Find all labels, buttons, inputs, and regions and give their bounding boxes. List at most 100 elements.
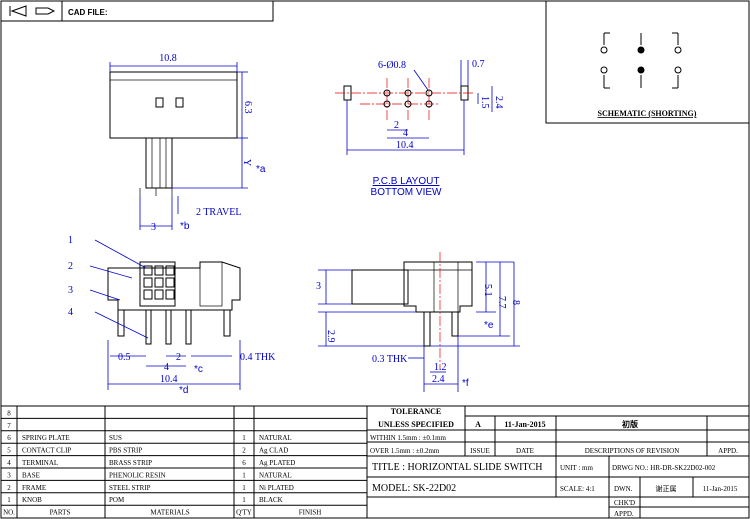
pcb-subtitle: BOTTOM VIEW — [371, 187, 442, 198]
bom-cell-qty: 1 — [242, 496, 246, 504]
dim-thk-side: 0.3 THK — [372, 354, 408, 365]
star-e: *e — [484, 320, 494, 331]
bom-cell-part: SPRING PLATE — [22, 434, 70, 442]
appd-label: APPD. — [718, 447, 738, 455]
bom-cell-qty: 6 — [242, 459, 246, 467]
over-label: OVER 1.5mm : ±0.2mm — [370, 447, 440, 455]
side-view: 3 2.9 5.1 7.7 8 *e 0.3 THK 1.2 2.4 *f — [316, 252, 521, 392]
title-text: TITLE : HORIZONTAL SLIDE SWITCH — [372, 462, 542, 473]
dim-height: 6.3 — [242, 101, 253, 114]
date-label: DATE — [516, 447, 534, 455]
dim-total-pcb: 10.4 — [396, 140, 414, 151]
bom-cell-part: CONTACT CLIP — [22, 447, 71, 455]
dim-span: 4 — [403, 128, 408, 139]
top-view: 10.8 6.3 Y *a 3 2 TRAVEL *b — [109, 53, 266, 233]
dwn-name: 谢正属 — [656, 484, 677, 493]
bom-cell-qty: 1 — [242, 484, 246, 492]
dim-d12: 1.2 — [434, 362, 447, 373]
bom-cell-finish: NATURAL — [259, 471, 292, 479]
bom-header-qty: Q'TY — [236, 509, 252, 517]
bom-cell-finish: NATURAL — [259, 434, 292, 442]
bom-cell-qty: 1 — [242, 434, 246, 442]
dim-y: Y — [241, 159, 252, 166]
pcb-layout: 6-Ø0.8 0.7 1.5 2.4 2 4 10.4 P.C.B LAYOUT… — [335, 59, 504, 198]
dim-pitch-h: 2 — [394, 120, 399, 131]
star-c: *c — [194, 364, 203, 375]
cad-file-header: CAD FILE: — [0, 0, 274, 22]
unless-label: UNLESS SPECIFIED — [378, 420, 454, 429]
dim-thk-front: 0.4 THK — [240, 352, 276, 363]
bom-cell-no: 3 — [7, 471, 11, 479]
star-a: *a — [256, 164, 266, 175]
front-view: 1 2 3 4 0.5 4 2 *c 0.4 THK 10.4 *d — [68, 235, 276, 396]
schematic-box: SCHEMATIC (SHORTING) — [545, 0, 750, 124]
bom-cell-finish: BLACK — [259, 496, 283, 504]
rev-date: 11-Jan-2015 — [504, 420, 545, 429]
bom-cell-no: 6 — [7, 434, 11, 442]
rev-desc: 初版 — [622, 419, 638, 429]
desc-of-rev-label: DESCRIPTIONS OF REVISION — [585, 447, 680, 455]
bom-cell-finish: Ag CLAD — [259, 447, 288, 455]
chkd-label: CHK'D — [614, 499, 635, 507]
bom-cell-part: KNOB — [22, 496, 42, 504]
bom-cell-material: BRASS STRIP — [109, 459, 152, 467]
bom-cell-part: BASE — [22, 471, 40, 479]
bom-cell-finish: Ag PLATED — [259, 459, 295, 467]
unit-text: UNIT : mm — [560, 464, 593, 472]
dim-d24: 2.4 — [432, 374, 445, 385]
dim-total-front: 10.4 — [160, 374, 178, 385]
bom-header-no: NO. — [3, 509, 15, 517]
dim-d77: 7.7 — [496, 296, 507, 309]
dim-d8: 8 — [510, 300, 521, 305]
dim-d3: 3 — [316, 281, 321, 292]
dim-pin: 0.5 — [118, 352, 131, 363]
title-block: TOLERANCE UNLESS SPECIFIED WITHIN 1.5mm … — [366, 405, 750, 519]
dim-height-pcb: 2.4 — [493, 96, 504, 109]
star-f: *f — [462, 378, 469, 389]
issue-label: ISSUE — [470, 447, 489, 455]
drwg-text: DRWG NO.: HR-DR-SK22D02-002 — [612, 464, 716, 472]
star-b: *b — [180, 221, 190, 232]
bom-cell-no: 4 — [7, 459, 11, 467]
bom-cell-no: 1 — [7, 496, 11, 504]
callout-1: 1 — [68, 235, 73, 246]
bom-cell-part: FRAME — [22, 484, 46, 492]
dim-travel: 2 TRAVEL — [196, 207, 241, 218]
dim-pitch-v: 1.5 — [479, 96, 490, 109]
bom-cell-qty: 1 — [242, 471, 246, 479]
bom-cell-qty: 2 — [242, 447, 246, 455]
model-text: MODEL: SK-22D02 — [372, 483, 456, 494]
pcb-title: P.C.B LAYOUT — [373, 176, 440, 187]
dim-edge: 0.7 — [472, 59, 485, 70]
dim-d51: 5.1 — [482, 284, 493, 297]
within-label: WITHIN 1.5mm : ±0.1mm — [370, 434, 447, 442]
appd2-label: APPD. — [614, 510, 634, 518]
dim-d29: 2.9 — [325, 330, 336, 343]
rev-letter: A — [475, 420, 481, 429]
bom-cell-material: PHENOLIC RESIN — [109, 471, 166, 479]
bom-cell-no: 8 — [7, 409, 11, 417]
bom-cell-finish: Ni PLATED — [259, 484, 294, 492]
dwn-date: 11-Jan-2015 — [703, 485, 738, 493]
callout-3: 3 — [68, 285, 73, 296]
bom-cell-material: POM — [109, 496, 125, 504]
bom-cell-no: 2 — [7, 484, 11, 492]
bom-cell-no: 7 — [7, 422, 11, 430]
cad-file-label: CAD FILE: — [68, 8, 108, 17]
callout-2: 2 — [68, 261, 73, 272]
dim-p2: 2 — [176, 352, 181, 363]
dim-holes: 6-Ø0.8 — [378, 60, 406, 71]
schematic-caption: SCHEMATIC (SHORTING) — [598, 109, 697, 118]
bom-header-finish: FINISH — [299, 509, 322, 517]
dwn-label: DWN. — [614, 485, 633, 493]
dim-width: 10.8 — [159, 53, 177, 64]
bom-cell-material: SUS — [109, 434, 122, 442]
dim-pitch: 3 — [151, 222, 156, 233]
bom-cell-part: TERMINAL — [22, 459, 58, 467]
bom-cell-no: 5 — [7, 447, 11, 455]
tolerance-label: TOLERANCE — [391, 407, 442, 416]
bom-cell-material: PBS STRIP — [109, 447, 142, 455]
scale-text: SCALE: 4:1 — [560, 485, 595, 493]
